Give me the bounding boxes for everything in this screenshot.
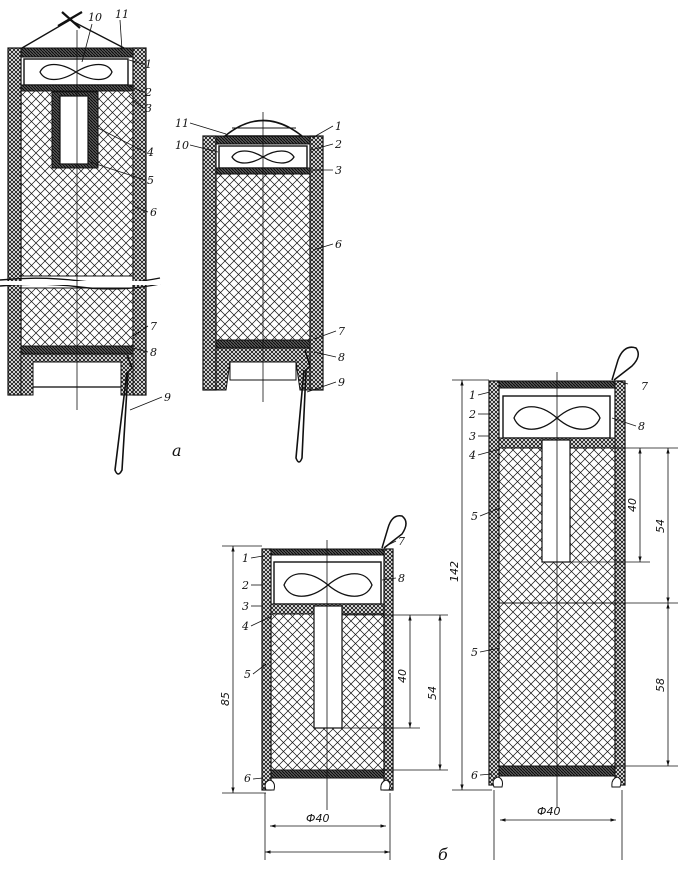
caption-a: а [172,441,182,460]
label-b1-6: 6 [244,772,251,785]
bottom-bead [492,776,622,788]
label-a2-8: 8 [338,351,345,364]
label-a1-10: 10 [88,11,102,24]
label-a1-5: 5 [147,174,154,187]
top-tie [21,19,125,49]
label-b1-2: 2 [241,579,249,592]
label-b1-7: 7 [398,535,405,548]
pull-cord [295,349,311,463]
label-b2-1: 1 [469,389,476,402]
bottom-bead [264,779,391,791]
tie-knot [57,11,83,29]
label-a2-11: 11 [175,117,189,130]
label-a1-4: 4 [146,146,154,159]
label-b1-4: 4 [241,620,249,633]
label-b1-5: 5 [244,668,251,681]
label-b2-7: 7 [641,380,648,393]
central-tube [59,95,89,165]
pull-loop [381,515,407,549]
label-a2-1: 1 [335,120,342,133]
dim-b1-cavity: 54 [426,686,439,700]
bottom-disc [270,769,385,779]
label-b2-5b: 5 [471,646,478,659]
charge-a-short: 11 1 10 2 3 6 7 8 9 [175,112,345,463]
charge-b-short: 85 40 54 Ф40 1 2 3 4 5 6 7 8 [219,515,448,860]
label-a2-9: 9 [338,376,345,389]
label-a1-11: 11 [115,8,129,21]
label-b1-8: 8 [398,572,405,585]
label-b2-6: 6 [471,769,478,782]
igniter-figure8 [231,150,295,164]
outer-wall-left [202,135,217,391]
outer-wall-left [7,47,22,396]
dim-b2-height: 142 [448,561,461,582]
label-a2-2: 2 [334,138,342,151]
label-a1-8: 8 [150,346,157,359]
top-lid [270,548,385,556]
pull-loop [611,346,639,381]
igniter-box [273,561,382,605]
label-a1-6: 6 [150,206,157,219]
igniter-figure8 [283,573,373,597]
outer-wall-right [132,47,147,396]
pull-cord [114,354,133,475]
dim-b1-height: 85 [219,692,232,706]
outer-wall-left [261,548,272,791]
igniter-figure8 [39,63,113,81]
label-b2-3: 3 [469,430,476,443]
outer-wall-right [309,135,324,391]
charge-b-long: 142 40 54 58 Ф40 1 2 3 4 5 5 6 7 8 [448,346,678,860]
dim-b1-diameter: Ф40 [306,812,329,825]
label-b2-5a: 5 [471,510,478,523]
label-a1-7: 7 [150,320,157,333]
label-a2-6: 6 [335,238,342,251]
charge-a-long: 10 11 1 2 3 4 5 6 7 8 9 [0,8,171,475]
label-a1-3: 3 [145,102,152,115]
dim-b2-upper: 54 [654,519,667,533]
label-b1-3: 3 [242,600,249,613]
central-tube [313,605,343,729]
label-b2-4: 4 [468,449,476,462]
label-a2-7: 7 [338,325,345,338]
igniter-figure8 [513,406,601,430]
outer-wall-left [488,380,500,786]
label-a1-2: 2 [144,86,152,99]
label-a2-10: 10 [175,139,189,152]
label-a1-9: 9 [164,391,171,404]
dim-b1-tube: 40 [396,669,409,683]
label-b1-1: 1 [242,552,249,565]
dim-b2-diameter: Ф40 [537,805,560,818]
central-tube [541,439,571,563]
dim-b2-lower: 58 [654,678,667,692]
label-a1-1: 1 [145,58,152,71]
label-a2-3: 3 [335,164,342,177]
bottom-shell [20,353,134,396]
bottom-cavity [30,358,128,388]
outer-wall-right [614,380,626,786]
label-b2-2: 2 [468,408,476,421]
outer-wall-right [383,548,394,791]
dim-b2-tube: 40 [626,498,639,512]
caption-b: б [438,845,448,864]
label-b2-8: 8 [638,420,645,433]
